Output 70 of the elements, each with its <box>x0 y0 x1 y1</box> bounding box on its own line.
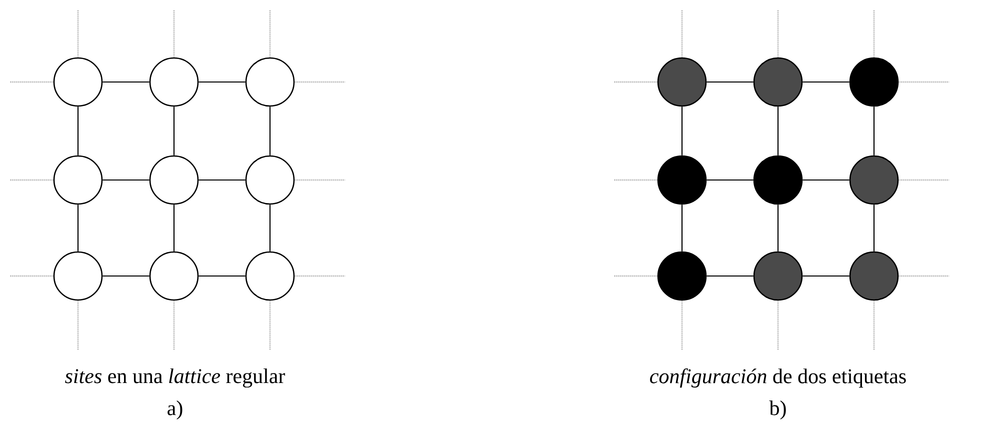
lattice-continuation-line <box>77 300 79 350</box>
lattice-continuation-line <box>294 275 345 277</box>
lattice-continuation-line <box>294 179 345 181</box>
lattice-bond <box>873 106 875 156</box>
lattice-continuation-line <box>294 81 345 83</box>
lattice-site <box>849 251 899 301</box>
lattice-site <box>53 251 103 301</box>
lattice-site <box>657 155 707 205</box>
lattice-bond <box>77 204 79 252</box>
lattice-continuation-line <box>173 10 175 58</box>
lattice-bond <box>198 81 246 83</box>
lattice-site <box>149 251 199 301</box>
lattice-continuation-line <box>10 275 54 277</box>
lattice-continuation-line <box>873 300 875 350</box>
caption: configuración de dos etiquetas <box>650 368 906 388</box>
lattice-bond <box>173 204 175 252</box>
lattice-site <box>245 57 295 107</box>
lattice-site <box>753 155 803 205</box>
lattice-bond <box>198 275 246 277</box>
panel-letter: b) <box>769 400 786 420</box>
lattice-site <box>849 57 899 107</box>
lattice-bond <box>269 106 271 156</box>
lattice-continuation-line <box>10 81 54 83</box>
lattice-site <box>245 251 295 301</box>
lattice-site <box>149 155 199 205</box>
lattice-continuation-line <box>777 10 779 58</box>
lattice-bond <box>102 179 150 181</box>
lattice-bond <box>681 204 683 252</box>
lattice-continuation-line <box>10 179 54 181</box>
lattice-site <box>53 155 103 205</box>
lattice-continuation-line <box>681 300 683 350</box>
lattice-site <box>753 251 803 301</box>
lattice-bond <box>777 204 779 252</box>
lattice-continuation-line <box>269 10 271 58</box>
lattice-bond <box>706 179 754 181</box>
lattice-bond <box>706 81 754 83</box>
lattice-bond <box>802 179 850 181</box>
lattice-continuation-line <box>614 275 658 277</box>
panel-letter: a) <box>168 400 182 420</box>
lattice-site <box>657 251 707 301</box>
lattice-bond <box>198 179 246 181</box>
lattice-site <box>753 57 803 107</box>
lattice-continuation-line <box>614 179 658 181</box>
lattice-continuation-line <box>173 300 175 350</box>
lattice-bond <box>706 275 754 277</box>
lattice-bond <box>173 106 175 156</box>
lattice-continuation-line <box>269 300 271 350</box>
lattice-bond <box>777 106 779 156</box>
lattice-bond <box>873 204 875 252</box>
lattice-bond <box>77 106 79 156</box>
lattice-bond <box>269 204 271 252</box>
lattice-site <box>849 155 899 205</box>
caption: sites en una lattice regular <box>65 368 286 388</box>
lattice-continuation-line <box>898 179 949 181</box>
lattice-bond <box>102 275 150 277</box>
lattice-bond <box>802 275 850 277</box>
lattice-continuation-line <box>77 10 79 58</box>
lattice-bond <box>681 106 683 156</box>
lattice-site <box>53 57 103 107</box>
lattice-continuation-line <box>681 10 683 58</box>
lattice-continuation-line <box>614 81 658 83</box>
lattice-continuation-line <box>873 10 875 58</box>
lattice-site <box>149 57 199 107</box>
lattice-continuation-line <box>777 300 779 350</box>
lattice-site <box>245 155 295 205</box>
lattice-site <box>657 57 707 107</box>
lattice-bond <box>102 81 150 83</box>
lattice-bond <box>802 81 850 83</box>
lattice-continuation-line <box>898 275 949 277</box>
lattice-continuation-line <box>898 81 949 83</box>
